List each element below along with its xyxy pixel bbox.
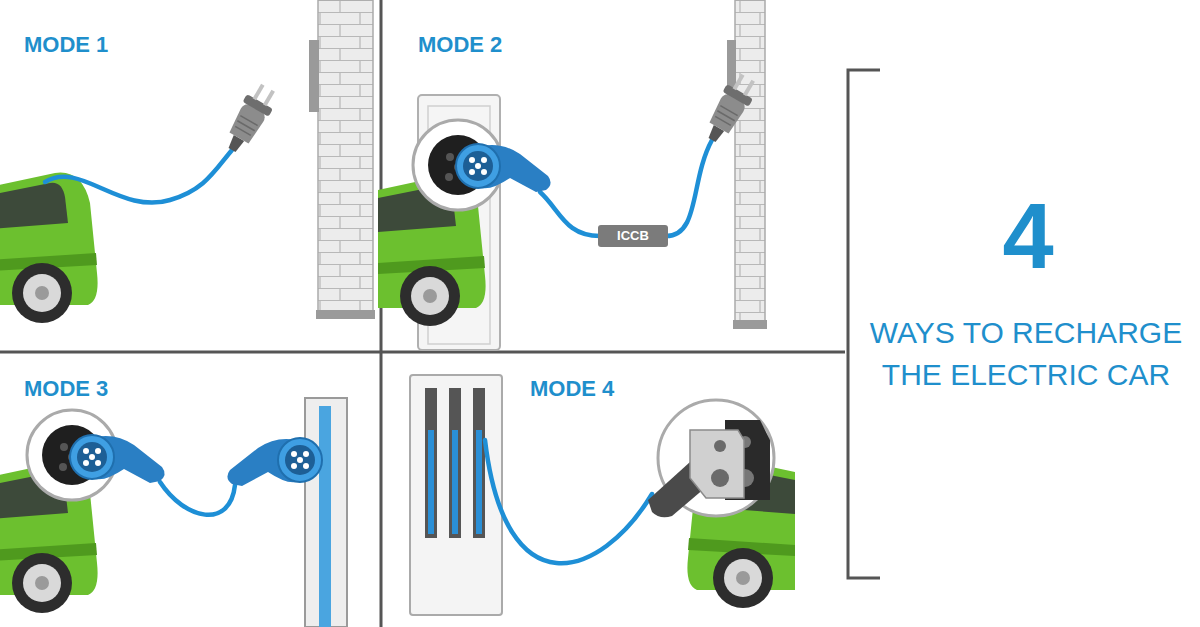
mode-heading: MODE 1 xyxy=(24,34,108,56)
brick-wall xyxy=(318,0,373,312)
charging-cable xyxy=(540,140,712,236)
type2-plug xyxy=(456,144,551,192)
mode-heading: MODE 2 xyxy=(418,34,502,56)
electric-car xyxy=(0,173,98,323)
ways-number: 4 xyxy=(958,190,1098,282)
headline-text: WAYS TO RECHARGE THE ELECTRIC CAR xyxy=(861,312,1191,396)
mode-heading: MODE 3 xyxy=(24,378,108,400)
mode1-scene xyxy=(0,0,375,323)
charging-cable xyxy=(45,150,232,203)
charging-cable xyxy=(485,440,652,563)
mode2-scene xyxy=(378,0,767,350)
mode3-scene xyxy=(0,398,347,627)
schuko-plug xyxy=(699,70,761,147)
dc-charger xyxy=(410,375,502,615)
mode-heading: MODE 4 xyxy=(530,378,614,400)
wall-socket xyxy=(309,40,319,112)
mode4-scene xyxy=(410,375,795,615)
charging-column xyxy=(305,398,347,627)
type2-plug xyxy=(70,435,165,483)
charging-cable xyxy=(160,482,235,515)
schuko-plug xyxy=(219,80,281,157)
brick-wall xyxy=(735,0,765,322)
iccb-box: ICCB xyxy=(598,225,668,247)
type2-plug xyxy=(227,438,322,486)
node-label: ICCB xyxy=(617,229,649,243)
panel-divider xyxy=(0,0,845,627)
